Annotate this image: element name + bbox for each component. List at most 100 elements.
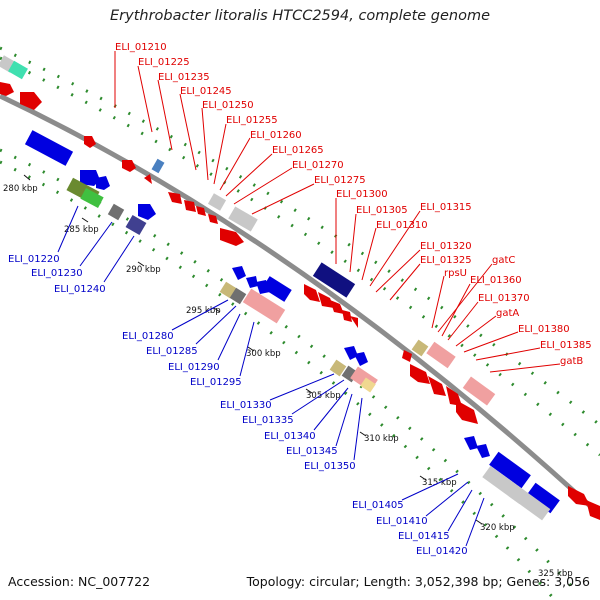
gene-arrow[interactable] xyxy=(446,386,462,406)
gene-block[interactable] xyxy=(80,188,104,208)
gene-arrow[interactable] xyxy=(350,316,358,328)
gene-label[interactable]: ELI_01380 xyxy=(518,324,570,335)
gene-label[interactable]: ELI_01225 xyxy=(138,57,190,68)
reverse-label-text: ELI_01220 ELI_01230 ELI_01240 ELI_01280 … xyxy=(8,254,468,557)
gene-label[interactable]: ELI_01275 xyxy=(314,175,366,186)
gene-block[interactable] xyxy=(509,485,551,521)
gene-arrow[interactable] xyxy=(184,200,196,212)
gene-label[interactable]: ELI_01305 xyxy=(356,205,408,216)
gene-block[interactable] xyxy=(228,206,258,232)
gene-label[interactable]: ELI_01230 xyxy=(31,268,83,279)
gene-arrow[interactable] xyxy=(456,400,478,424)
gene-block[interactable] xyxy=(312,262,356,298)
gene-block[interactable] xyxy=(107,203,125,221)
gene-arrow[interactable] xyxy=(402,350,412,362)
gene-arrow[interactable] xyxy=(80,170,100,186)
gene-block[interactable] xyxy=(411,339,429,357)
gene-block[interactable] xyxy=(526,482,560,514)
gene-label[interactable]: ELI_01265 xyxy=(272,145,324,156)
gene-label[interactable]: ELI_01335 xyxy=(242,415,294,426)
gene-block[interactable] xyxy=(207,193,227,211)
gene-arrow[interactable] xyxy=(220,228,244,246)
gene-block[interactable] xyxy=(360,377,376,393)
gene-label[interactable]: rpsU xyxy=(444,268,467,279)
gene-label[interactable]: ELI_01385 xyxy=(540,340,592,351)
gene-block[interactable] xyxy=(242,288,286,324)
gene-arrow[interactable] xyxy=(144,174,152,184)
gene-label[interactable]: ELI_01295 xyxy=(190,377,242,388)
tick-label: 280 kbp xyxy=(3,184,38,194)
gene-label[interactable]: gatA xyxy=(496,308,519,319)
gene-arrow[interactable] xyxy=(122,160,136,172)
gene-arrow[interactable] xyxy=(304,284,320,302)
gene-arrow[interactable] xyxy=(138,204,156,220)
gene-label[interactable]: ELI_01270 xyxy=(292,160,344,171)
gene-arrow[interactable] xyxy=(318,292,334,308)
gene-label[interactable]: ELI_01360 xyxy=(470,275,522,286)
gene-block[interactable] xyxy=(229,287,247,305)
gene-label[interactable]: ELI_01350 xyxy=(304,461,356,472)
gene-block[interactable] xyxy=(125,214,147,236)
gene-arrow[interactable] xyxy=(586,500,600,520)
gene-label[interactable]: ELI_01320 xyxy=(420,241,472,252)
gene-arrow[interactable] xyxy=(20,92,42,110)
gene-block[interactable] xyxy=(24,130,74,166)
gene-arrow[interactable] xyxy=(568,486,590,506)
gene-arrow[interactable] xyxy=(330,300,344,314)
gene-label[interactable]: ELI_01235 xyxy=(158,72,210,83)
map-title: Erythrobacter litoralis HTCC2594, comple… xyxy=(109,8,491,24)
tick-label: 285 kbp xyxy=(64,225,99,235)
gene-label[interactable]: ELI_01280 xyxy=(122,331,174,342)
gene-arrow[interactable] xyxy=(464,436,478,450)
gene-block[interactable] xyxy=(426,341,456,369)
gene-label[interactable]: ELI_01420 xyxy=(416,546,468,557)
reverse-strand-genes xyxy=(24,130,560,521)
gene-label[interactable]: ELI_01250 xyxy=(202,100,254,111)
gene-label[interactable]: ELI_01285 xyxy=(146,346,198,357)
gene-label[interactable]: ELI_01260 xyxy=(250,130,302,141)
gene-label[interactable]: ELI_01325 xyxy=(420,255,472,266)
gene-label[interactable]: ELI_01220 xyxy=(8,254,60,265)
gene-arrow[interactable] xyxy=(410,364,430,384)
gene-label[interactable]: gatC xyxy=(492,255,515,266)
gene-arrow[interactable] xyxy=(246,276,258,288)
gene-block[interactable] xyxy=(151,158,165,174)
gene-arrow[interactable] xyxy=(342,310,352,322)
gene-arrow[interactable] xyxy=(168,192,182,204)
gene-label[interactable]: ELI_01315 xyxy=(420,202,472,213)
gene-label[interactable]: ELI_01405 xyxy=(352,500,404,511)
gene-label[interactable]: ELI_01415 xyxy=(398,531,450,542)
gene-block[interactable] xyxy=(489,451,531,489)
gene-label[interactable]: ELI_01245 xyxy=(180,86,232,97)
gene-arrow[interactable] xyxy=(476,444,490,458)
gene-label[interactable]: ELI_01300 xyxy=(336,189,388,200)
gene-arrow[interactable] xyxy=(428,376,446,396)
forward-label-text: ELI_01210 ELI_01225 ELI_01235 ELI_01245 … xyxy=(115,42,592,367)
gene-block[interactable] xyxy=(262,276,292,302)
gene-arrow[interactable] xyxy=(232,266,246,280)
gene-label[interactable]: ELI_01240 xyxy=(54,284,106,295)
gene-label[interactable]: ELI_01410 xyxy=(376,516,428,527)
gene-label[interactable]: ELI_01290 xyxy=(168,362,220,373)
gene-label[interactable]: ELI_01340 xyxy=(264,431,316,442)
gene-label[interactable]: ELI_01210 xyxy=(115,42,167,53)
gene-label[interactable]: gatB xyxy=(560,356,583,367)
gene-label[interactable]: ELI_01255 xyxy=(226,115,278,126)
gene-block[interactable] xyxy=(8,60,28,80)
gene-arrow[interactable] xyxy=(196,206,206,216)
gene-label[interactable]: ELI_01310 xyxy=(376,220,428,231)
gene-arrow[interactable] xyxy=(96,176,110,190)
gene-label[interactable]: ELI_01370 xyxy=(478,293,530,304)
tick-label: 290 kbp xyxy=(126,265,161,275)
gene-arrow[interactable] xyxy=(0,82,14,96)
tick-label: 300 kbp xyxy=(246,349,281,359)
gene-block[interactable] xyxy=(329,359,347,377)
gene-block[interactable] xyxy=(462,376,496,406)
gene-arrow[interactable] xyxy=(208,214,218,224)
gene-arrow[interactable] xyxy=(344,346,358,360)
gene-arrow[interactable] xyxy=(84,136,96,148)
gene-label[interactable]: ELI_01330 xyxy=(220,400,272,411)
gene-arrow[interactable] xyxy=(354,352,368,366)
gene-label[interactable]: ELI_01345 xyxy=(286,446,338,457)
